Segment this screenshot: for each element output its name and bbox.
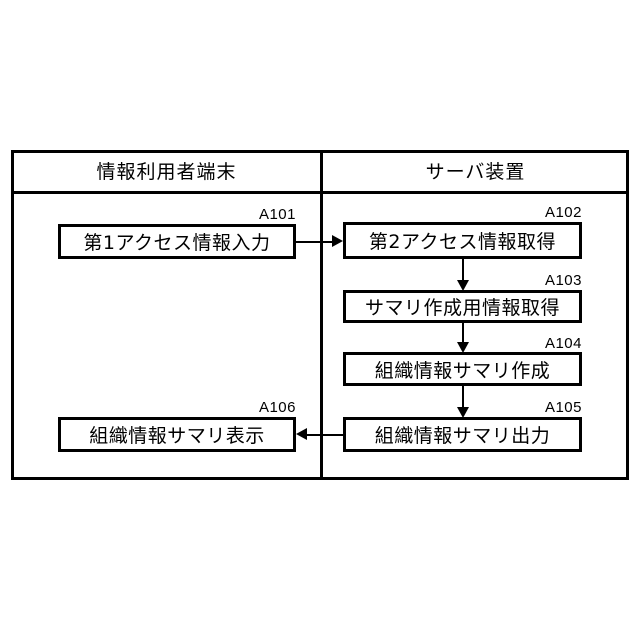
connector-a103-to-a104-line [462,323,464,342]
connector-a103-to-a104-arrowhead [457,342,469,353]
step-ref-a105: A105 [544,399,582,416]
step-box-a104[interactable]: 組織情報サマリ作成 [343,352,582,386]
step-box-a101[interactable]: 第1アクセス情報入力 [58,224,296,259]
connector-a101-to-a102-line [296,241,332,243]
connector-a105-to-a106-line [307,434,343,436]
step-ref-a101: A101 [258,206,296,223]
step-ref-a102: A102 [544,204,582,221]
step-ref-a106: A106 [258,399,296,416]
connector-a101-to-a102-arrowhead [332,235,343,247]
lane-divider [320,150,323,480]
connector-a104-to-a105-arrowhead [457,407,469,418]
lane-title-server: サーバ装置 [425,161,526,183]
step-box-a103[interactable]: サマリ作成用情報取得 [343,290,582,323]
step-box-a105[interactable]: 組織情報サマリ出力 [343,417,582,452]
step-ref-a104: A104 [544,335,582,352]
step-ref-a103: A103 [544,272,582,289]
connector-a105-to-a106-arrowhead [296,428,307,440]
connector-a102-to-a103-arrowhead [457,280,469,291]
step-box-a106[interactable]: 組織情報サマリ表示 [58,417,296,452]
connector-a104-to-a105-line [462,386,464,407]
step-box-a102[interactable]: 第2アクセス情報取得 [343,222,582,259]
connector-a102-to-a103-line [462,259,464,280]
lane-title-client: 情報利用者端末 [96,161,237,183]
